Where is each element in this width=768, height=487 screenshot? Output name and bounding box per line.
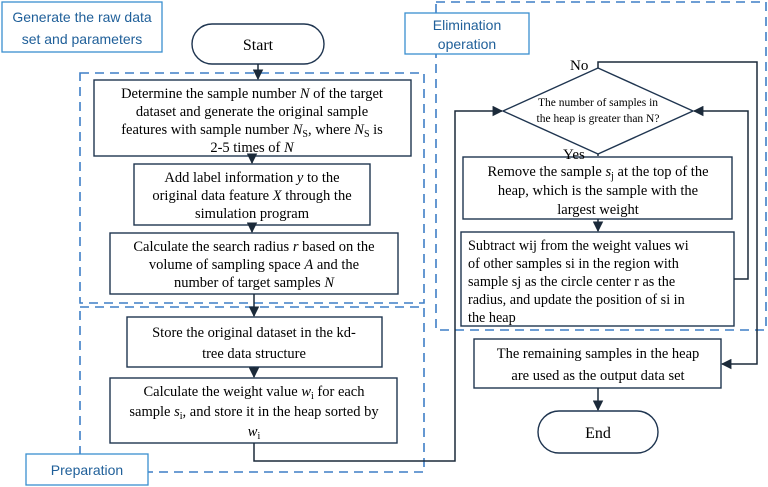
determine-sample-number-box: Determine the sample number N of the tar…: [93, 79, 412, 157]
svg-text:radius, and update the positio: radius, and update the position of si in: [468, 292, 685, 308]
remove-top-sample-box: Remove the sample sj at the top of the h…: [462, 156, 733, 220]
svg-text:Subtract wij from the weight v: Subtract wij from the weight values wi: [468, 238, 689, 254]
svg-text:Generate the raw data: Generate the raw data: [12, 9, 152, 25]
store-kdtree-box: Store the original dataset in the kd- tr…: [126, 316, 383, 368]
svg-text:the heap: the heap: [468, 310, 516, 326]
svg-text:The remaining samples in the h: The remaining samples in the heap: [497, 346, 700, 362]
svg-text:End: End: [585, 425, 611, 442]
svg-text:original data feature X throug: original data feature X through the: [152, 188, 351, 204]
svg-text:sample si, and store it in the: sample si, and store it in the heap sort…: [129, 404, 379, 422]
svg-text:Store the original dataset in: Store the original dataset in the kd-: [152, 325, 356, 341]
calculate-radius-box: Calculate the search radius r based on t…: [109, 232, 399, 295]
generate-region-label: Generate the raw data set and parameters: [1, 1, 163, 53]
arrow-subtract-loop-to-decision: [692, 105, 749, 280]
svg-text:Remove the sample sj at the to: Remove the sample sj at the top of the: [487, 164, 708, 182]
svg-text:Elimination: Elimination: [433, 17, 501, 33]
svg-text:sample sj as the circle center: sample sj as the circle center r as the: [468, 274, 675, 290]
svg-text:Preparation: Preparation: [51, 462, 123, 478]
svg-text:tree data structure: tree data structure: [202, 346, 306, 362]
svg-text:largest weight: largest weight: [557, 202, 638, 218]
end-terminal: End: [537, 410, 659, 454]
svg-text:simulation program: simulation program: [195, 206, 310, 222]
svg-text:heap, which is the sample with: heap, which is the sample with the: [498, 183, 698, 199]
heap-size-decision-diamond: The number of samples in the heap is gre…: [501, 67, 695, 155]
svg-text:of other samples si in the reg: of other samples si in the region with: [468, 256, 679, 272]
svg-text:the heap is greater than N?: the heap is greater than N?: [537, 113, 660, 125]
subtract-weights-box: Subtract wij from the weight values wi o…: [460, 231, 735, 327]
elimination-region-label: Elimination operation: [404, 12, 530, 55]
svg-text:Add label information y to the: Add label information y to the: [164, 170, 339, 186]
svg-text:Start: Start: [243, 37, 274, 54]
generate-region-frame: [79, 72, 425, 304]
elimination-region-frame: [435, 1, 767, 331]
calculate-weight-box: Calculate the weight value wi for each s…: [109, 377, 398, 444]
start-terminal: Start: [191, 23, 325, 65]
branch-label-yes: Yes: [563, 147, 585, 163]
svg-text:Calculate the search radius r: Calculate the search radius r based on t…: [133, 239, 374, 255]
arrow-weight-to-decision: [253, 105, 504, 462]
branch-label-no: No: [570, 58, 588, 74]
svg-text:are used as the output data se: are used as the output data set: [511, 368, 684, 384]
svg-text:volume of sampling space A and: volume of sampling space A and the: [149, 257, 359, 273]
add-label-box: Add label information y to the original …: [133, 163, 371, 226]
preparation-region-label: Preparation: [25, 453, 149, 486]
svg-text:The number of samples in: The number of samples in: [538, 97, 658, 109]
svg-text:Calculate the weight value wi: Calculate the weight value wi for each: [143, 384, 365, 402]
svg-text:dataset and generate the origi: dataset and generate the original sample: [136, 104, 368, 120]
arrow-decision-no-to-output: [597, 61, 758, 370]
svg-text:number of target samples N: number of target samples N: [174, 275, 335, 291]
svg-text:Determine the sample number N: Determine the sample number N of the tar…: [121, 86, 383, 102]
svg-text:wi: wi: [248, 424, 261, 442]
svg-text:set and parameters: set and parameters: [22, 31, 143, 47]
svg-text:operation: operation: [438, 36, 496, 52]
svg-text:features with sample number NS: features with sample number NS, where NS…: [121, 122, 383, 140]
svg-text:2-5 times of N: 2-5 times of N: [210, 140, 295, 156]
output-dataset-box: The remaining samples in the heap are us…: [473, 338, 722, 389]
